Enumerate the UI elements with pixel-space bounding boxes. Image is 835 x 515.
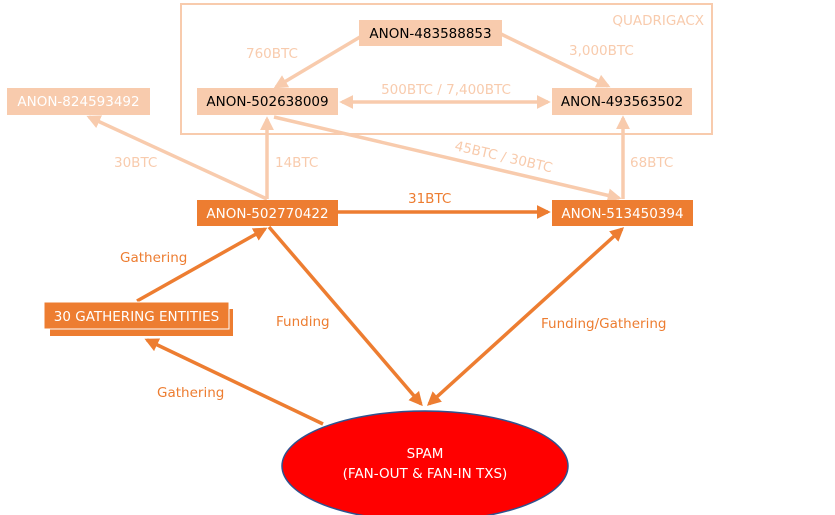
node-label: ANON-502638009 — [206, 94, 328, 110]
quadrigacx-group-label: QUADRIGACX — [612, 13, 704, 29]
quadrigacx-group-border — [180, 3, 713, 135]
edge-label-68btc: 68BTC — [630, 155, 673, 171]
node-label-line1: SPAM — [407, 446, 444, 462]
node-label: 30 GATHERING ENTITIES — [54, 309, 219, 325]
edge-label-760btc: 760BTC — [246, 46, 298, 62]
node-anon-502638009[interactable]: ANON-502638009 — [197, 88, 338, 115]
edge-483588853-to-493563502 — [500, 32, 611, 88]
edge-spam-to-gathering — [144, 338, 324, 426]
edge-502770422-to-spam — [267, 225, 423, 407]
edge-513450394-spam — [426, 227, 625, 406]
edge-label-30btc: 30BTC — [114, 155, 157, 171]
node-gathering-entities[interactable]: 30 GATHERING ENTITIES — [43, 301, 233, 336]
edge-483588853-to-502638009 — [273, 35, 361, 89]
node-anon-513450394[interactable]: ANON-513450394 — [552, 200, 693, 226]
edge-label-funding-gathering: Funding/Gathering — [541, 316, 666, 332]
edge-label-gathering-lower: Gathering — [157, 385, 224, 401]
node-anon-502770422[interactable]: ANON-502770422 — [197, 200, 338, 226]
node-anon-824593492[interactable]: ANON-824593492 — [7, 88, 150, 115]
edge-502770422-to-824593492 — [86, 115, 268, 201]
node-label: ANON-502770422 — [206, 206, 328, 222]
edge-502638009-513450394 — [273, 115, 622, 203]
node-anon-493563502[interactable]: ANON-493563502 — [552, 88, 692, 115]
edge-label-funding: Funding — [276, 314, 330, 330]
edge-gathering-to-502770422 — [136, 227, 268, 303]
node-label: ANON-824593492 — [17, 94, 139, 110]
edge-label-500btc-7400btc: 500BTC / 7,400BTC — [381, 82, 511, 98]
stack-front-card — [43, 301, 230, 330]
node-label: ANON-513450394 — [561, 206, 683, 222]
node-spam[interactable]: SPAM (FAN-OUT & FAN-IN TXS) — [281, 410, 569, 515]
edge-label-gathering-upper: Gathering — [120, 250, 187, 266]
node-label-line2: (FAN-OUT & FAN-IN TXS) — [343, 466, 508, 482]
edge-label-14btc: 14BTC — [275, 155, 318, 171]
node-label: ANON-493563502 — [561, 94, 683, 110]
node-anon-483588853[interactable]: ANON-483588853 — [359, 20, 502, 46]
edge-label-3000btc: 3,000BTC — [569, 43, 634, 59]
edge-label-31btc: 31BTC — [408, 191, 451, 207]
node-label: ANON-483588853 — [369, 26, 491, 42]
